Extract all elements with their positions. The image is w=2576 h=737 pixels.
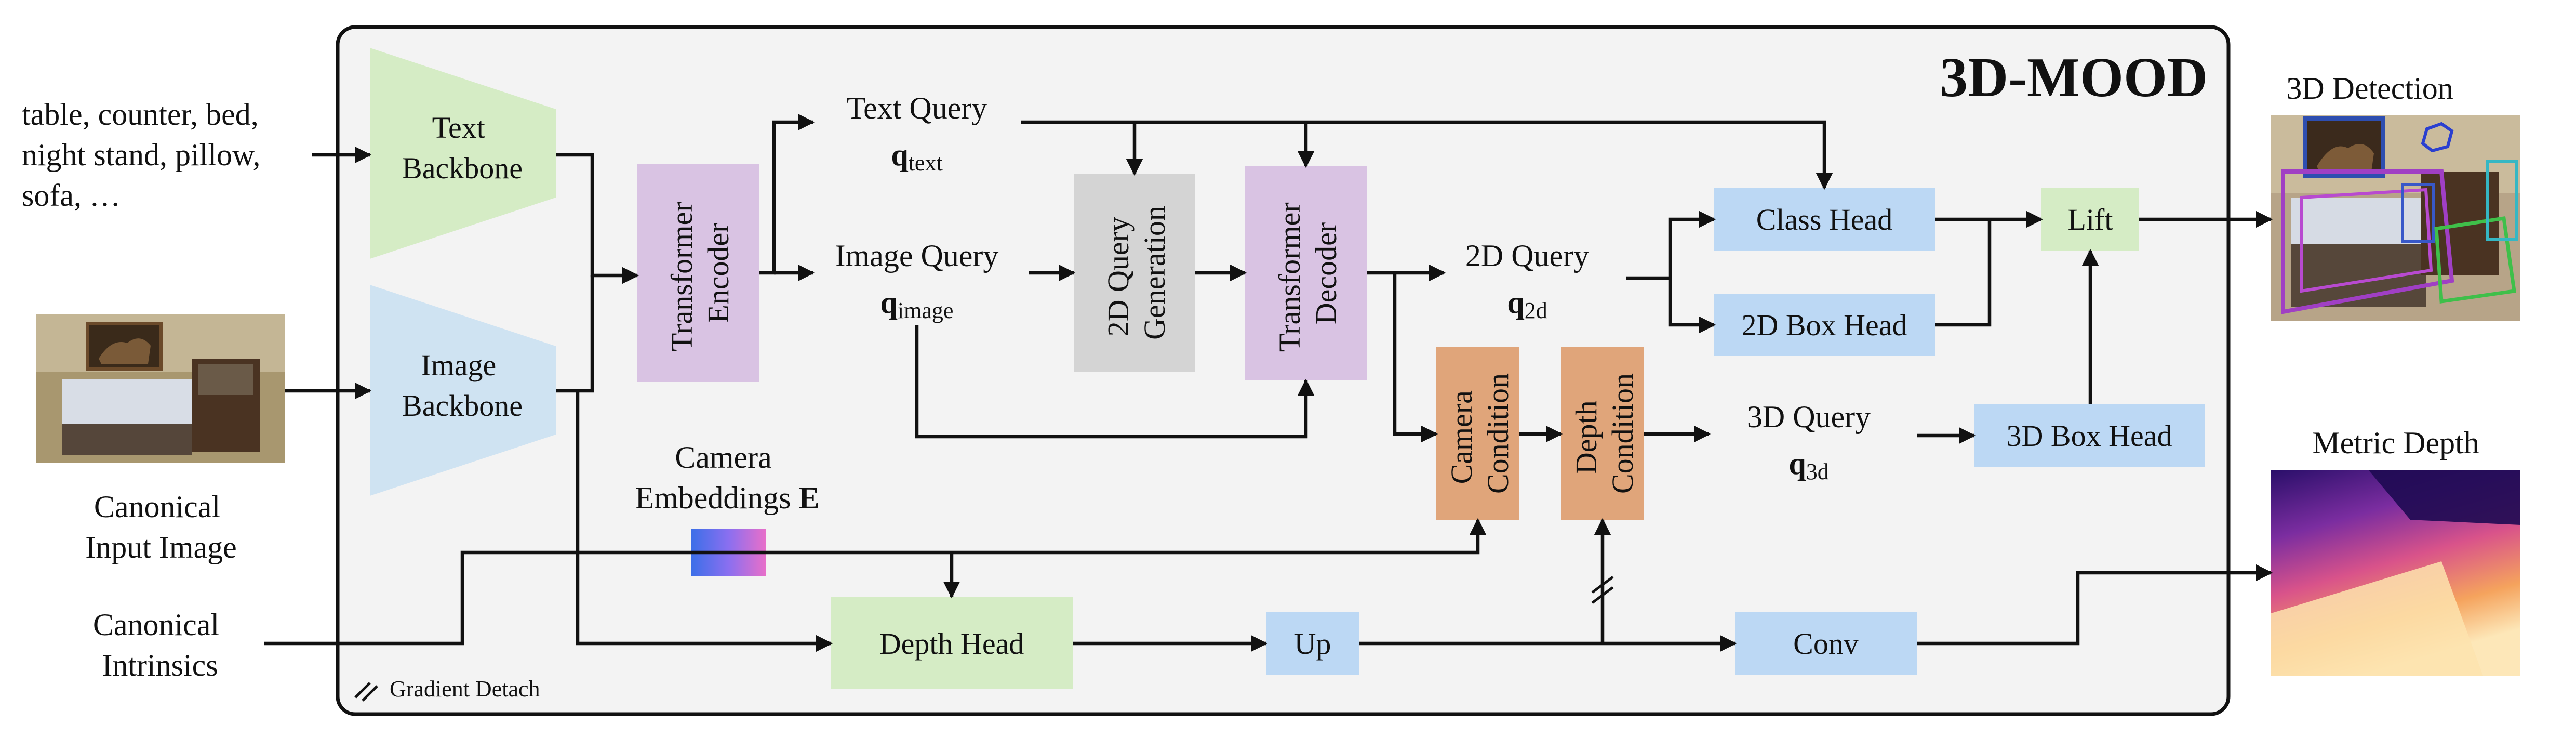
depth-output-title: Metric Depth (2312, 426, 2479, 460)
text-backbone (370, 48, 556, 259)
model-title: 3D-MOOD (1940, 47, 2208, 109)
camera-condition (1436, 347, 1519, 520)
transformer-encoder (637, 164, 759, 382)
image-query-label: Image Query (835, 239, 999, 273)
svg-text:Gradient Detach: Gradient Detach (390, 676, 540, 702)
class-head-label: Class Head (1756, 203, 1893, 236)
lift-label: Lift (2068, 203, 2113, 236)
text-query-symbol: qtext (891, 138, 942, 176)
detection-output-image (2271, 115, 2520, 321)
depth-output-image (2271, 470, 2520, 676)
input-image-thumbnail (36, 314, 285, 463)
box2d-head (1714, 294, 1935, 356)
depth-head (831, 597, 1073, 689)
up-box (1266, 612, 1359, 675)
class-head (1714, 188, 1935, 251)
camera-embeddings-label: Camera Embeddings E (635, 440, 819, 515)
image-query-symbol: qimage (880, 285, 954, 323)
conv-box (1735, 612, 1917, 675)
detection-title: 3D Detection (2286, 71, 2453, 106)
up-label: Up (1294, 627, 1331, 661)
depth-condition-label: Depth Condition (1569, 373, 1639, 494)
text-prompt: table, counter, bed, night stand, pillow… (22, 97, 268, 213)
transformer-decoder-label: Transformer Decoder (1273, 195, 1343, 352)
image-backbone-label: Image Backbone (402, 348, 523, 423)
transformer-decoder (1245, 166, 1367, 380)
transformer-encoder-label: Transformer Encoder (665, 194, 735, 351)
camera-condition-label: Camera Condition (1445, 373, 1515, 494)
lift-box (2041, 188, 2139, 251)
query-generation (1074, 174, 1195, 372)
box3d-head (1974, 404, 2205, 467)
text-query-label: Text Query (847, 91, 987, 125)
query-generation-label: 2D Query Generation (1101, 206, 1171, 340)
box2d-head-label: 2D Box Head (1742, 308, 1907, 342)
depth-condition (1561, 347, 1644, 520)
intrinsics-label: Canonical Intrinsics (93, 608, 227, 682)
query-2d-symbol: q2d (1507, 285, 1547, 323)
box3d-head-label: 3D Box Head (2007, 419, 2172, 453)
image-caption: Canonical Input Image (85, 490, 237, 564)
conv-label: Conv (1793, 627, 1859, 661)
query-3d-symbol: q3d (1788, 446, 1828, 484)
query-3d-label: 3D Query (1747, 400, 1871, 434)
depth-head-label: Depth Head (879, 627, 1024, 661)
text-backbone-label: Text Backbone (402, 111, 523, 185)
gradient-detach-legend: Gradient Detach (354, 676, 540, 702)
image-backbone (370, 285, 556, 496)
query-2d-label: 2D Query (1465, 239, 1589, 273)
